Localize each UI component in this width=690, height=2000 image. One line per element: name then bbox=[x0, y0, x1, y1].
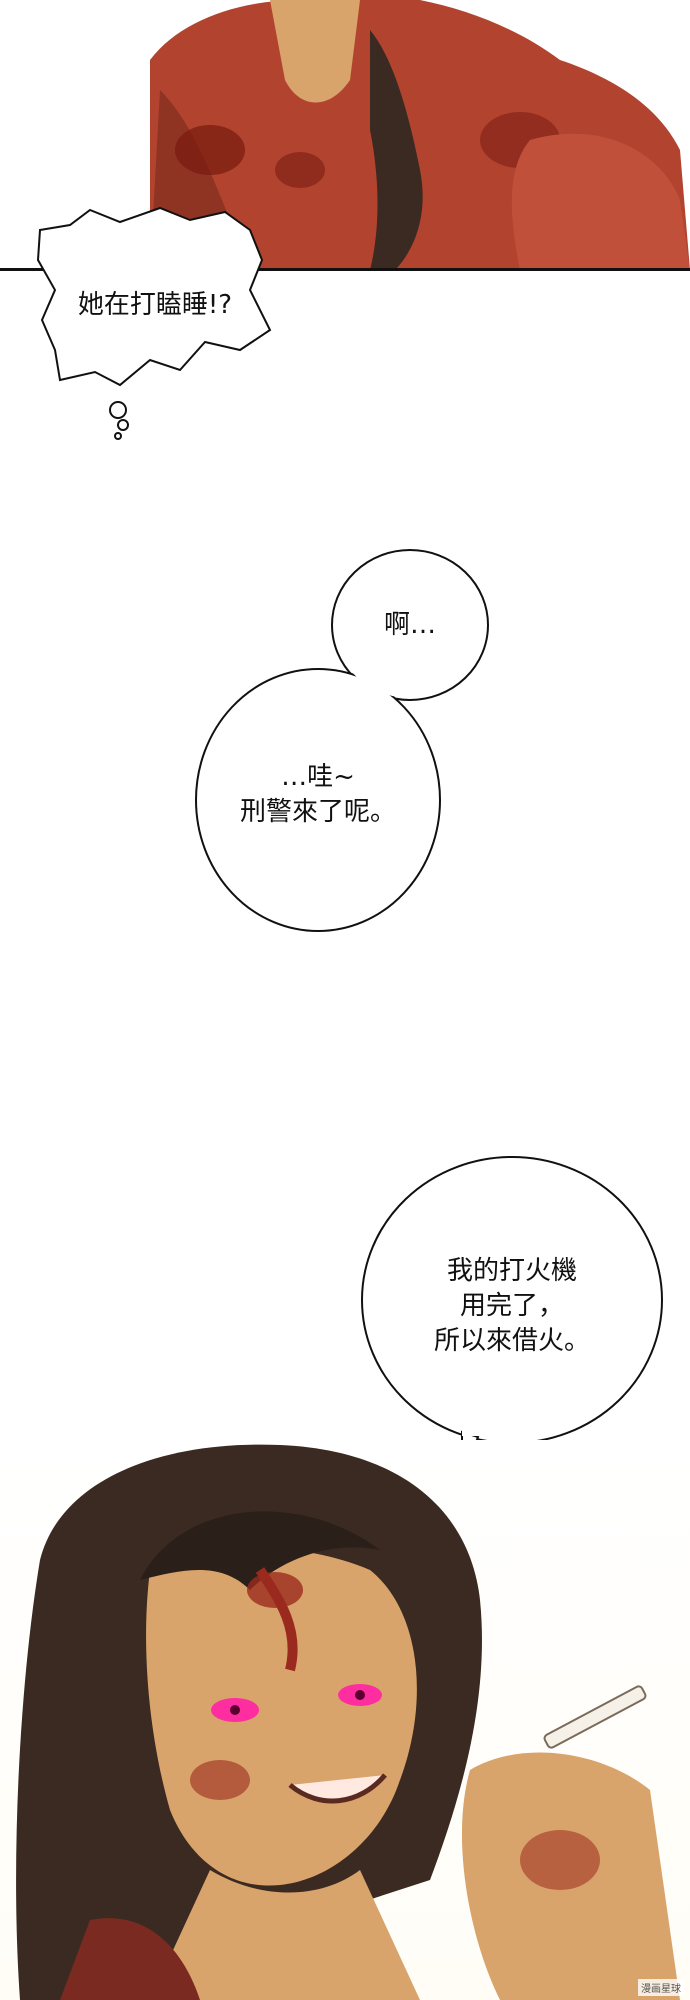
wow-bubble-text: …哇~ 刑警來了呢。 bbox=[239, 762, 396, 828]
ah-bubble-text: 啊… bbox=[383, 610, 436, 640]
thought-bubble-text: 她在打瞌睡!? bbox=[77, 290, 233, 320]
seated-figure-illustration bbox=[0, 0, 690, 270]
woman-with-cigarette-illustration bbox=[16, 1444, 680, 2000]
watermark-text: 漫画星球 bbox=[638, 1979, 684, 1996]
thought-bubble-shape bbox=[36, 206, 272, 387]
bottom-comic-panel bbox=[0, 1440, 690, 2000]
cigarette bbox=[543, 1685, 647, 1749]
thought-tail-dot-1 bbox=[109, 401, 127, 419]
panel-bottom-border bbox=[0, 268, 690, 271]
lighter-bubble-text: 我的打火機 用完了， 所以來借火。 bbox=[433, 1256, 590, 1357]
thought-tail-dot-3 bbox=[114, 432, 122, 440]
top-comic-panel bbox=[0, 0, 690, 270]
thought-tail-dot-2 bbox=[117, 419, 129, 431]
